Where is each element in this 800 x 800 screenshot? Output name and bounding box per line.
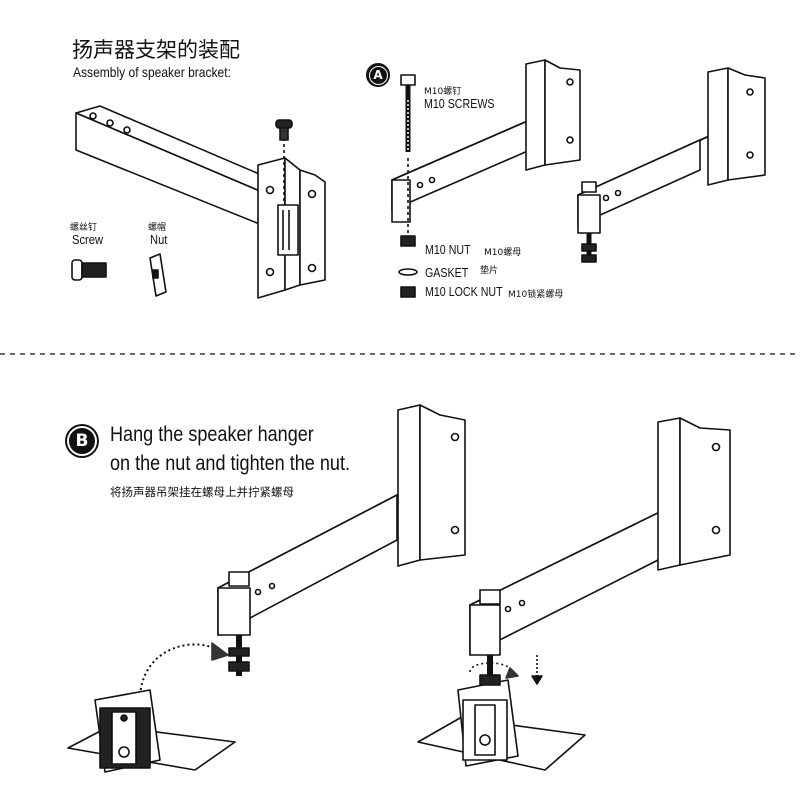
step-b-tightened-drawing	[417, 417, 731, 771]
step-b-badge: B	[65, 424, 99, 458]
step-b-instruction-chinese: 将扬声器吊架挂在螺母上并拧紧螺母	[110, 485, 294, 499]
step-a-assembled-bracket-drawing	[577, 67, 766, 263]
step-b-hanging-drawing	[67, 404, 466, 773]
m10-screws-label: M10 SCREWS	[424, 96, 495, 111]
step-a-badge: A	[366, 63, 390, 87]
gasket-label: GASKET	[425, 265, 469, 280]
m10-screws-label-chinese: M10螺钉	[424, 87, 462, 97]
step-a-bracket-drawing	[391, 59, 581, 298]
screw-label: Screw	[72, 232, 104, 247]
m10-lock-nut-label: M10 LOCK NUT	[425, 284, 503, 299]
m10-nut-label: M10 NUT	[425, 242, 471, 257]
nut-label-chinese: 螺帽	[148, 223, 167, 233]
step-b-instruction-line-1: Hang the speaker hanger	[110, 423, 314, 446]
m10-lock-nut-label-chinese: M10锁紧螺母	[508, 290, 564, 300]
bracket-assembly-drawing	[75, 105, 326, 299]
page-title-chinese: 扬声器支架的装配	[72, 38, 240, 62]
nut-part-drawing	[149, 253, 167, 297]
page-title-english: Assembly of speaker bracket:	[73, 64, 231, 80]
m10-nut-label-chinese: M10螺母	[484, 248, 522, 258]
gasket-label-chinese: 垫片	[480, 266, 499, 276]
nut-label: Nut	[150, 232, 168, 247]
screw-part-drawing	[71, 259, 107, 281]
step-b-instruction-line-2: on the nut and tighten the nut.	[110, 452, 350, 475]
screw-label-chinese: 螺丝钉	[70, 223, 98, 233]
